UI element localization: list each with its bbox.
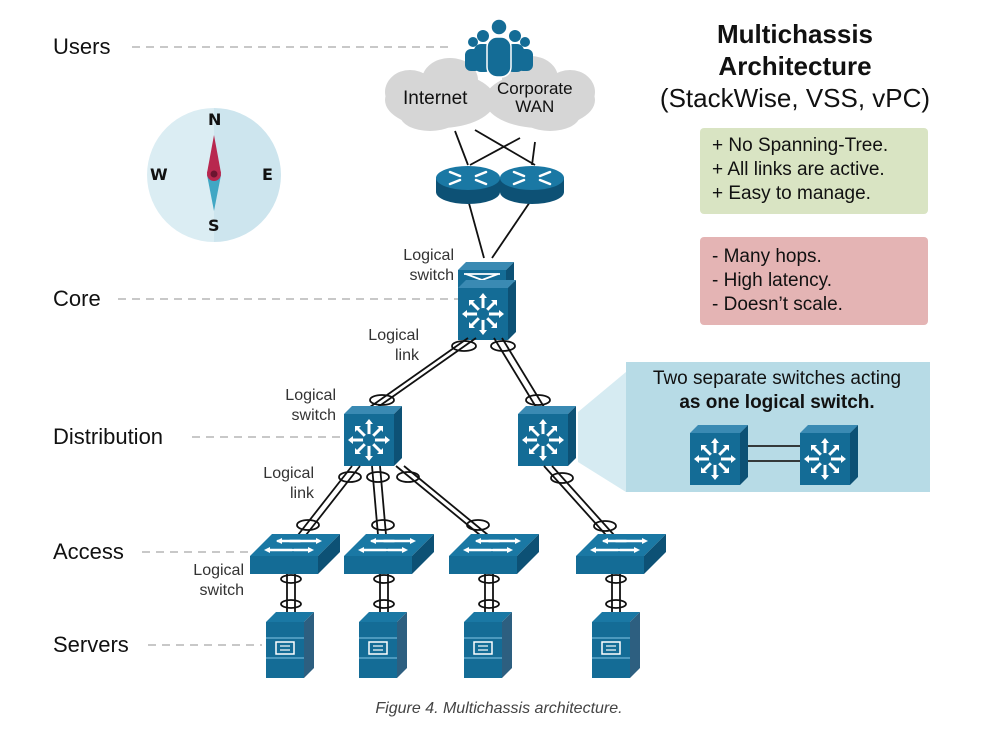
pros-item: + All links are active. — [712, 159, 885, 180]
title-line-1: Multichassis — [716, 19, 874, 49]
server-3 — [463, 611, 513, 679]
layer-label-core: Core — [53, 286, 101, 311]
annotation-access-logical-switch: Logical switch — [193, 562, 244, 599]
pros-box: + No Spanning-Tree. + All links are acti… — [700, 128, 928, 214]
diagram-title: Multichassis Architecture (StackWise, VS… — [630, 18, 960, 114]
compass-icon — [147, 108, 281, 242]
distribution-switch-1 — [342, 404, 404, 468]
access-switch-4 — [574, 532, 668, 576]
cloud-label-corporate-line2: WAN — [515, 97, 555, 116]
server-4 — [591, 611, 641, 679]
distribution-switch-2 — [516, 404, 578, 468]
compass-west: W — [150, 165, 168, 184]
figure-caption: Figure 4. Multichassis architecture. — [375, 700, 623, 717]
cons-item: - Doesn’t scale. — [712, 294, 843, 315]
cons-item: - High latency. — [712, 270, 833, 291]
cons-box: - Many hops. - High latency. - Doesn’t s… — [700, 237, 928, 325]
callout-line-2: as one logical switch. — [679, 392, 875, 413]
core-switch — [456, 262, 518, 342]
router-1 — [434, 164, 502, 206]
layer-label-servers: Servers — [53, 632, 129, 657]
annotation-core-logical-link: Logical link — [368, 327, 419, 364]
callout-text: Two separate switches acting as one logi… — [626, 367, 928, 415]
compass-north: N — [208, 110, 222, 129]
cloud-label-corporate-line1: Corporate — [497, 79, 573, 98]
cloud-icon — [385, 56, 595, 131]
annotation-distribution-logical-switch: Logical switch — [285, 387, 336, 424]
layer-label-distribution: Distribution — [53, 424, 164, 449]
router-2 — [498, 164, 566, 206]
layer-label-users: Users — [53, 34, 111, 59]
compass-east: E — [262, 165, 273, 184]
callout-switch-1 — [688, 423, 750, 487]
callout-box — [626, 362, 930, 492]
server-1 — [265, 611, 315, 679]
cloud-label-corporate-wan: Corporate WAN — [497, 80, 573, 116]
callout-line-1: Two separate switches acting — [652, 368, 902, 389]
layer-guides — [118, 46, 458, 646]
title-line-2: Architecture — [718, 51, 872, 81]
server-2 — [358, 611, 408, 679]
annotation-core-logical-switch: Logical switch — [403, 247, 454, 284]
title-line-3: (StackWise, VSS, vPC) — [659, 83, 931, 113]
pros-item: + Easy to manage. — [712, 183, 871, 204]
cons-item: - Many hops. — [712, 246, 822, 267]
access-switch-3 — [447, 532, 541, 576]
annotation-distribution-logical-link: Logical link — [263, 465, 314, 502]
callout-switch-2 — [798, 423, 860, 487]
cloud-label-internet: Internet — [403, 88, 468, 109]
access-switch-2 — [342, 532, 436, 576]
users-icon — [465, 18, 533, 78]
callout-pointer — [578, 372, 626, 492]
pros-item: + No Spanning-Tree. — [712, 135, 889, 156]
compass-south: S — [208, 216, 220, 235]
access-switch-1 — [248, 532, 342, 576]
layer-label-access: Access — [53, 539, 124, 564]
